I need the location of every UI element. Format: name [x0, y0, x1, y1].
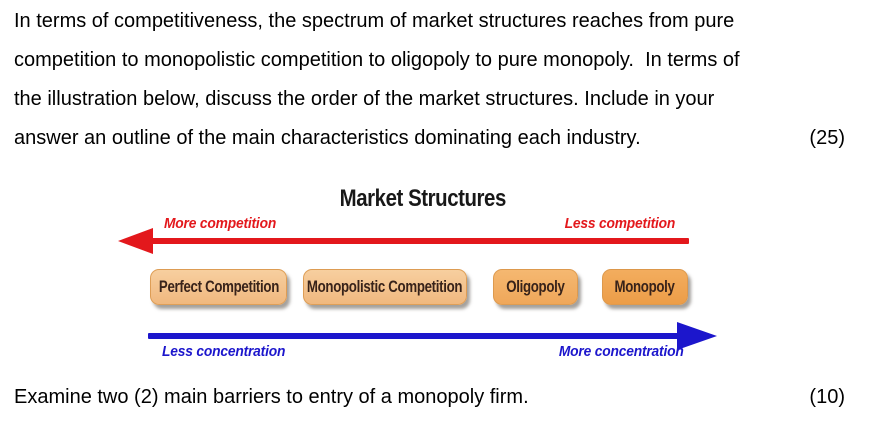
question-text: Examine two (2) main barriers to entry o…	[14, 386, 529, 408]
structure-box: Monopolistic Competition	[303, 269, 467, 305]
less-concentration-label: Less concentration	[162, 343, 286, 360]
structure-box: Perfect Competition	[150, 269, 287, 305]
competition-arrow-shaft	[151, 238, 689, 244]
concentration-arrow-shaft	[148, 333, 678, 339]
question-line: In terms of competitiveness, the spectru…	[14, 10, 735, 32]
more-concentration-label: More concentration	[559, 343, 684, 360]
question-line-text: answer an outline of the main characteri…	[14, 127, 641, 149]
structure-box: Oligopoly	[493, 269, 578, 305]
diagram-title-text: Market Structures	[339, 185, 506, 212]
question-line: competition to monopolistic competition …	[14, 49, 740, 71]
structure-box-label: Monopolistic Competition	[307, 277, 463, 296]
structure-box: Monopoly	[602, 269, 688, 305]
marks-badge: (10)	[809, 386, 845, 408]
question-competitiveness: In terms of competitiveness, the spectru…	[14, 2, 845, 158]
structure-box-label: Monopoly	[614, 277, 676, 296]
more-competition-label: More competition	[164, 215, 277, 232]
question-line: answer an outline of the main characteri…	[14, 119, 845, 158]
competition-arrowhead	[118, 228, 153, 254]
question-barriers: Examine two (2) main barriers to entry o…	[14, 378, 845, 417]
marks-badge: (25)	[809, 127, 845, 149]
structure-box-label: Perfect Competition	[158, 277, 279, 296]
question-line: the illustration below, discuss the orde…	[14, 88, 715, 110]
concentration-arrowhead	[677, 322, 717, 350]
less-competition-label: Less competition	[564, 215, 675, 232]
diagram-title: Market Structures	[0, 185, 845, 213]
structure-box-label: Oligopoly	[506, 277, 565, 296]
